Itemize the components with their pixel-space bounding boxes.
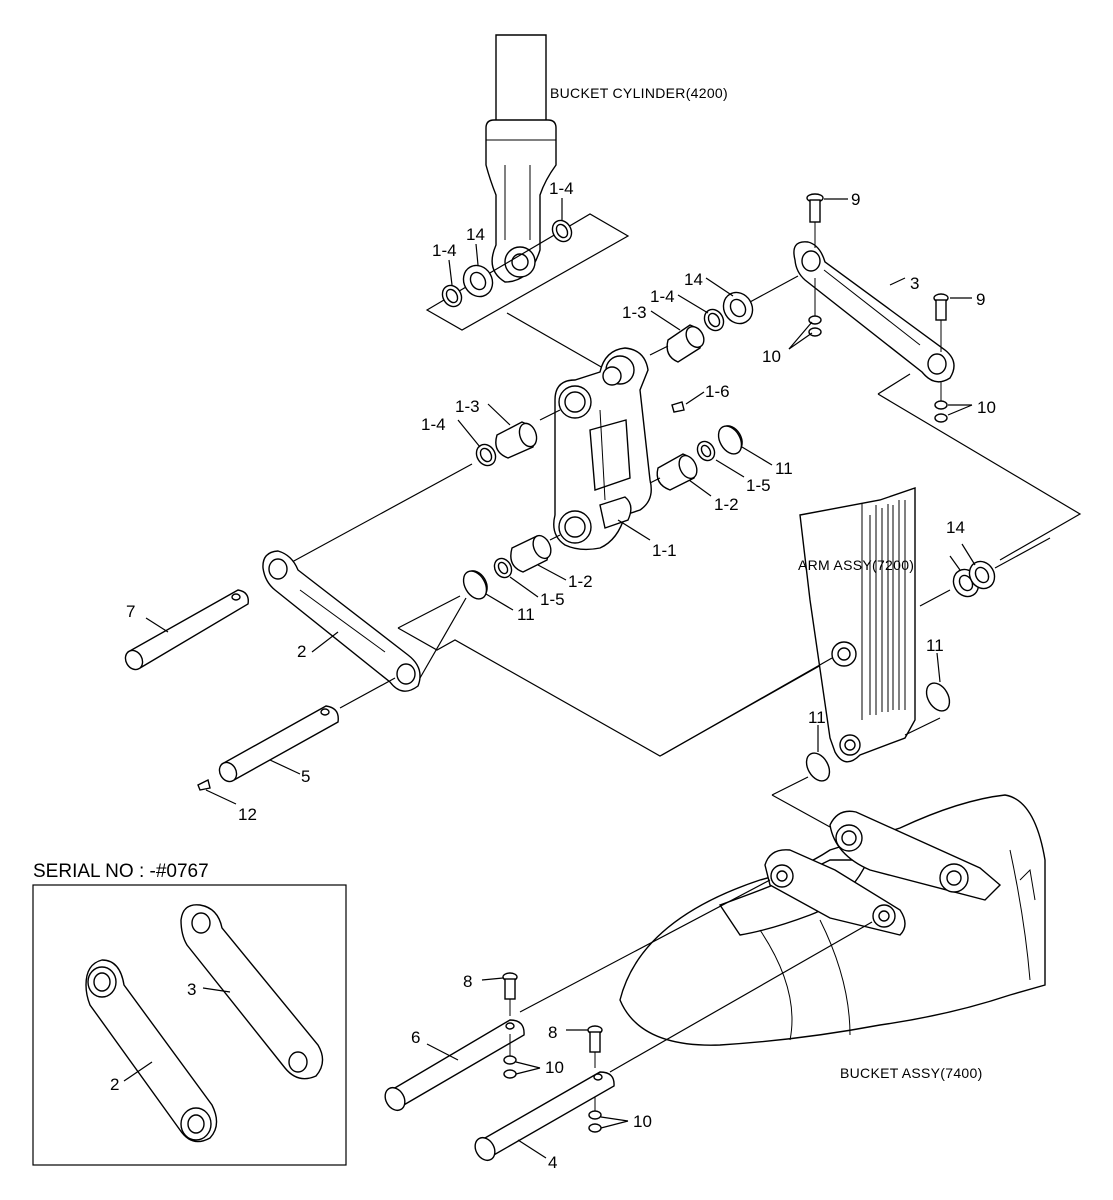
pin-12	[197, 778, 211, 791]
bucket-assy	[619, 794, 1046, 1046]
callout-10-c: 10	[545, 1058, 564, 1077]
callout-1-3-mid: 1-3	[622, 303, 647, 322]
callout-3: 3	[910, 274, 919, 293]
inset-link-2	[85, 959, 218, 1143]
callout-10-a: 10	[762, 347, 781, 366]
callout-inset-2: 2	[110, 1075, 119, 1094]
bolt-9-top	[806, 193, 949, 352]
serial-label: SERIAL NO : -#0767	[33, 861, 209, 882]
link-3	[793, 241, 955, 383]
arm-assy-label: ARM ASSY(7200)	[798, 557, 914, 573]
bucket-cylinder-label: BUCKET CYLINDER(4200)	[550, 85, 728, 101]
callout-14-arm: 14	[946, 518, 965, 537]
callout-5: 5	[301, 767, 310, 786]
callout-10-d: 10	[633, 1112, 652, 1131]
nuts-10-top	[808, 278, 948, 423]
callout-14-cyl: 14	[466, 225, 485, 244]
o-rings-11	[462, 425, 951, 782]
inset-link-3	[180, 904, 324, 1080]
callout-1-4-cyl-right: 1-4	[549, 179, 574, 198]
callout-1-6: 1-6	[705, 382, 730, 401]
callout-1-4-left: 1-4	[421, 415, 446, 434]
link-2	[262, 550, 421, 692]
link-1-1	[553, 347, 652, 551]
pin-6	[384, 1019, 525, 1112]
callout-9-a: 9	[851, 190, 860, 209]
callout-1-5-b: 1-5	[540, 590, 565, 609]
cylinder-bushings	[441, 219, 573, 308]
bucket-assy-label: BUCKET ASSY(7400)	[840, 1065, 983, 1081]
upper-bushings	[666, 291, 754, 363]
pin-5	[218, 705, 339, 783]
callout-2: 2	[297, 642, 306, 661]
left-bushings	[475, 421, 538, 467]
callout-10-b: 10	[977, 398, 996, 417]
callout-1-5-a: 1-5	[746, 476, 771, 495]
callout-11-a: 11	[775, 459, 793, 478]
callout-8-b: 8	[548, 1023, 557, 1042]
grease-nipple-1-6	[671, 401, 685, 413]
callout-11-b: 11	[517, 605, 535, 624]
callout-1-2-a: 1-2	[714, 495, 739, 514]
callouts: 1-4 14 1-4 9 9 3 10 10 14 1-4 1-3 1-6 1-…	[110, 179, 996, 1172]
cylinder-pin-plane	[425, 213, 630, 331]
arm-washers-14	[952, 560, 996, 598]
callout-1-1: 1-1	[652, 541, 677, 560]
callout-11-c: 11	[926, 636, 944, 655]
callout-1-4-mid: 1-4	[650, 287, 675, 306]
callout-4: 4	[548, 1153, 557, 1172]
callout-6: 6	[411, 1028, 420, 1047]
callout-7: 7	[126, 602, 135, 621]
serial-inset-box	[32, 884, 347, 1166]
callout-9-b: 9	[976, 290, 985, 309]
pin-7	[124, 589, 249, 671]
callout-1-2-b: 1-2	[568, 572, 593, 591]
callout-14-mid: 14	[684, 270, 703, 289]
bucket-cylinder	[485, 34, 557, 283]
callout-8-a: 8	[463, 972, 472, 991]
callout-inset-3: 3	[187, 980, 196, 999]
pin-4	[474, 1071, 615, 1162]
callout-12: 12	[238, 805, 257, 824]
arm-assy	[799, 487, 916, 763]
callout-1-3-left: 1-3	[455, 397, 480, 416]
callout-1-4-cyl-left: 1-4	[432, 241, 457, 260]
callout-11-d: 11	[808, 708, 826, 727]
